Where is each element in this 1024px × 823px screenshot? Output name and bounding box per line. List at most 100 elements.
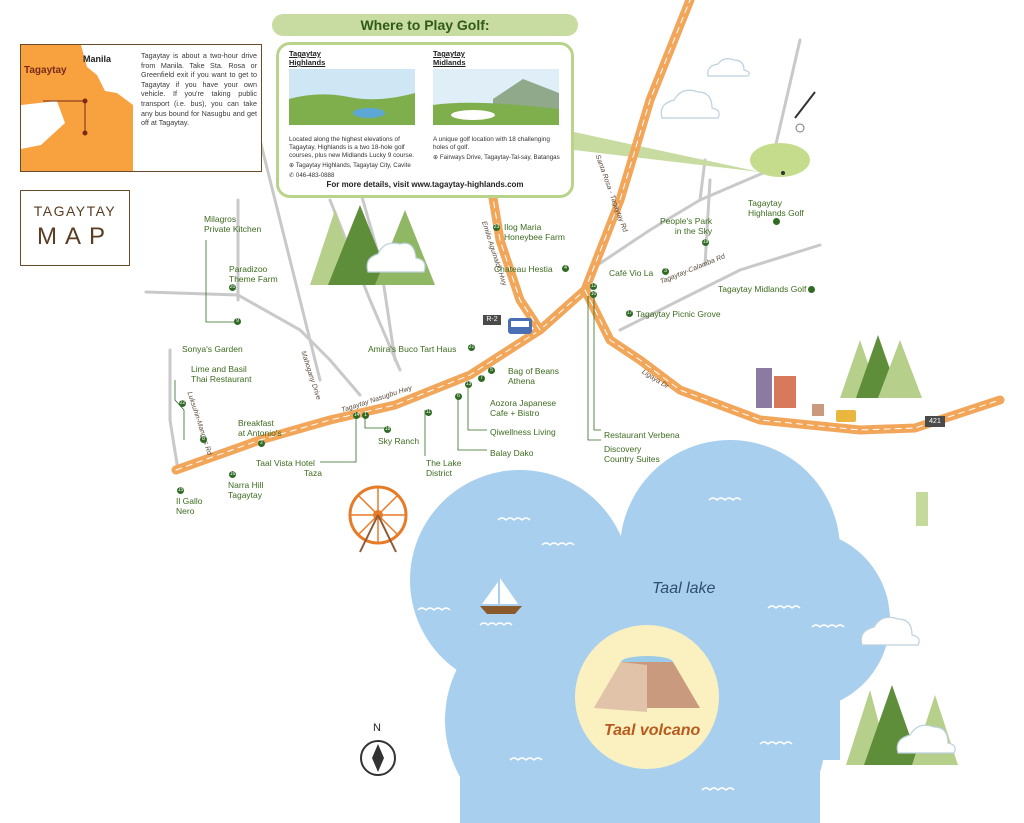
pin-lime-basil[interactable]: 8 xyxy=(200,436,207,443)
pin-paradizoo[interactable]: 20 xyxy=(229,284,236,291)
pin-highlands-golf[interactable] xyxy=(773,218,780,225)
poi-amiras[interactable]: Amira's Buco Tart Haus xyxy=(368,344,456,354)
poi-label: Taal Vista Hotel xyxy=(256,458,315,468)
poi-qiwellness[interactable]: Qiwellness Living xyxy=(490,427,556,437)
golf-card-phone: ✆ 046-483-0888 xyxy=(289,172,419,180)
poi-taal-vista[interactable]: Taal Vista Hotel xyxy=(256,458,315,468)
poi-label: Tagaytay Highlands Golf xyxy=(748,198,804,218)
inset-label-tagaytay: Tagaytay xyxy=(24,65,67,76)
golf-card-midlands: Tagaytay Midlands A unique golf location… xyxy=(433,49,563,162)
pin-aozora[interactable]: 7 xyxy=(478,375,485,382)
pin-sonyas-garden[interactable]: 22 xyxy=(179,400,186,407)
location-icon: ⊕ xyxy=(289,162,296,169)
poi-label: Paradizoo Theme Farm xyxy=(229,264,278,284)
poi-label: Amira's Buco Tart Haus xyxy=(368,344,457,354)
ferris-wheel-illustration xyxy=(348,485,408,553)
golf-card-address: ⊕ Tagaytay Highlands, Tagaytay City, Cav… xyxy=(289,162,419,170)
phone-icon: ✆ xyxy=(289,172,296,179)
poi-peoples-park[interactable]: People's Park in the Sky xyxy=(660,216,712,236)
pin-lake-district[interactable]: 11 xyxy=(425,409,432,416)
poi-sonyas-garden[interactable]: Sonya's Garden xyxy=(182,344,243,354)
pin-ilog-maria[interactable]: 23 xyxy=(493,224,500,231)
map-title-line1: TAGAYTAY xyxy=(33,203,117,219)
poi-breakfast-antonios[interactable]: Breakfast at Antonio's xyxy=(238,418,282,438)
poi-paradizoo[interactable]: Paradizoo Theme Farm xyxy=(229,264,278,284)
poi-narra-hill[interactable]: Narra Hill Tagaytay xyxy=(228,480,263,500)
location-icon: ⊕ xyxy=(433,154,440,161)
golf-panel-header: Where to Play Golf: xyxy=(272,14,578,36)
poi-balay-dako[interactable]: Balay Dako xyxy=(490,448,533,458)
inset-label-manila: Manila xyxy=(83,54,112,64)
pin-restaurant-verbena[interactable]: 12 xyxy=(590,283,597,290)
poi-lime-basil[interactable]: Lime and Basil Thai Restaurant xyxy=(191,364,251,384)
golf-phone-text: 046-483-0888 xyxy=(295,172,335,179)
poi-midlands-golf[interactable]: Tagaytay Midlands Golf xyxy=(718,284,806,294)
poi-milagros[interactable]: Milagros Private Kitchen xyxy=(204,214,261,234)
pin-amiras[interactable]: 21 xyxy=(468,344,475,351)
poi-label: Breakfast at Antonio's xyxy=(238,418,282,438)
pin-il-gallo-nero[interactable]: 15 xyxy=(177,487,184,494)
pin-picnic-grove[interactable]: 17 xyxy=(626,310,633,317)
poi-lake-district[interactable]: The Lake District xyxy=(426,458,461,478)
taal-lake-label: Taal lake xyxy=(652,580,716,597)
pin-chateau-hestia[interactable]: 4 xyxy=(562,265,569,272)
poi-picnic-grove[interactable]: Tagaytay Picnic Grove xyxy=(636,309,721,319)
poi-label: Milagros Private Kitchen xyxy=(204,214,262,234)
golf-course-illustration xyxy=(750,91,816,177)
golf-callout-pointer xyxy=(574,132,760,172)
golf-card-description: A unique golf location with 18 challengi… xyxy=(433,136,550,151)
poi-discovery-suites[interactable]: Discovery Country Suites xyxy=(604,444,660,464)
poi-bag-of-beans[interactable]: Bag of Beans Athena xyxy=(508,366,559,386)
poi-restaurant-verbena[interactable]: Restaurant Verbena xyxy=(604,430,680,440)
poi-label: Restaurant Verbena xyxy=(604,430,680,440)
poi-aozora[interactable]: Aozora Japanese Cafe + Bistro xyxy=(490,398,556,418)
route-shield-421: 421 xyxy=(925,416,945,427)
pin-sky-ranch[interactable]: 18 xyxy=(384,426,391,433)
poi-ilog-maria[interactable]: Ilog Maria Honeybee Farm xyxy=(504,222,565,242)
golf-photo-highlands xyxy=(289,69,415,125)
poi-highlands-golf[interactable]: Tagaytay Highlands Golf xyxy=(748,198,804,218)
golf-card-title: Tagaytay Highlands xyxy=(289,49,326,67)
poi-label: People's Park in the Sky xyxy=(660,216,713,236)
sailboat-icon xyxy=(480,578,522,614)
pin-qiwellness[interactable]: 13 xyxy=(465,381,472,388)
poi-label: Balay Dako xyxy=(490,448,534,458)
pin-discovery-suites[interactable]: 10 xyxy=(590,291,597,298)
map-title-line2: MAP xyxy=(36,223,113,250)
intro-info-box: Manila Tagaytay Tagaytay is about a two-… xyxy=(20,44,262,172)
inset-map: Manila Tagaytay xyxy=(21,45,133,171)
pin-bag-of-beans[interactable]: 5 xyxy=(488,367,495,374)
lake-waves xyxy=(417,497,845,791)
building-illustrations xyxy=(756,368,928,526)
intro-text: Tagaytay is about a two-hour drive from … xyxy=(141,51,257,128)
pin-breakfast-antonios[interactable]: 2 xyxy=(258,440,265,447)
pin-narra-hill[interactable]: 16 xyxy=(229,471,236,478)
golf-card-highlands: Tagaytay Highlands Located along the hig… xyxy=(289,49,419,180)
poi-chateau-hestia[interactable]: Chateau Hestia xyxy=(494,264,553,274)
pin-taal-vista[interactable]: 14 xyxy=(353,412,360,419)
golf-photo-midlands xyxy=(433,69,559,125)
poi-taza[interactable]: Taza xyxy=(304,468,322,478)
pin-midlands-golf[interactable] xyxy=(808,286,815,293)
pin-cafe-vio-la[interactable]: 3 xyxy=(662,268,669,275)
golf-card-address: ⊕ Fairways Drive, Tagaytay-Tal-say, Bata… xyxy=(433,154,563,162)
poi-label: Bag of Beans Athena xyxy=(508,366,560,386)
pin-milagros[interactable]: 9 xyxy=(234,318,241,325)
pin-balay-dako[interactable]: 6 xyxy=(455,393,462,400)
poi-label: Café Vio La xyxy=(609,268,654,278)
poi-sky-ranch[interactable]: Sky Ranch xyxy=(378,436,419,446)
compass-north-label: N xyxy=(373,722,381,734)
golf-more-details-link[interactable]: For more details, visit www.tagaytay-hig… xyxy=(326,180,524,189)
poi-il-gallo-nero[interactable]: Il Gallo Nero xyxy=(176,496,202,516)
poi-cafe-vio-la[interactable]: Café Vio La xyxy=(609,268,653,278)
golf-address-text: Fairways Drive, Tagaytay-Tal-say, Batang… xyxy=(439,154,560,161)
golf-card-description: Located along the highest elevations of … xyxy=(289,136,415,159)
clouds xyxy=(366,58,956,754)
pin-taza[interactable]: 1 xyxy=(362,412,369,419)
compass-rose xyxy=(360,740,396,776)
poi-label: The Lake District xyxy=(426,458,462,478)
pin-peoples-park[interactable]: 19 xyxy=(702,239,709,246)
poi-label: Narra Hill Tagaytay xyxy=(228,480,264,500)
